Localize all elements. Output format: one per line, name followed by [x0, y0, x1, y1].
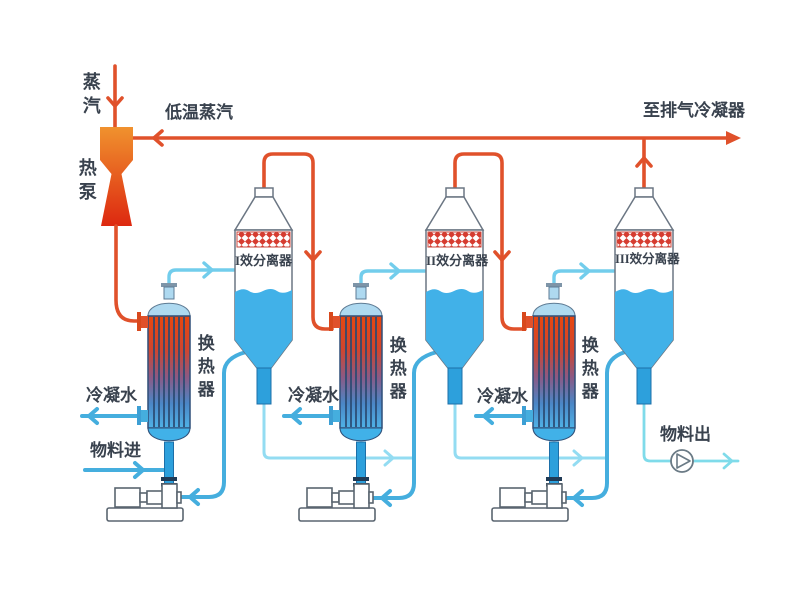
- label-low-temp-steam: 低温蒸汽: [165, 103, 233, 122]
- circulation-pump-2: [298, 483, 376, 522]
- flow-arrow-left: [482, 407, 494, 425]
- separator-2: [424, 187, 485, 405]
- recirculation-line-1: [180, 350, 248, 506]
- circulation-pump-1: [106, 483, 184, 522]
- separator1-vapor-pipe: [262, 152, 334, 331]
- tube-bundle: [153, 317, 185, 427]
- label-condensate-2: 冷凝水: [288, 386, 339, 405]
- flow-arrow-right: [579, 262, 591, 280]
- flow-arrow-right: [722, 452, 734, 470]
- label-steam: 蒸汽: [80, 72, 101, 120]
- label-condensate-3: 冷凝水: [477, 387, 528, 406]
- tube-bundle: [538, 317, 570, 427]
- flow-arrow-right: [202, 261, 214, 279]
- product-out-line: [642, 402, 740, 470]
- label-separator-2: II效分离器: [426, 253, 489, 268]
- pump3-discharge-pipe: [546, 441, 562, 488]
- transfer-line-2: [453, 402, 607, 467]
- flow-arrow-left: [188, 488, 200, 506]
- feed-in-line: [83, 461, 166, 479]
- demister-pad: [427, 231, 482, 248]
- circulation-pump-3: [491, 483, 569, 522]
- flow-arrow-right: [383, 449, 395, 467]
- separator-1: [233, 187, 294, 405]
- flow-arrow-right: [389, 262, 401, 280]
- flow-arrow-left: [380, 489, 392, 507]
- label-material-out: 物料出: [660, 425, 711, 444]
- product-pump-symbol: [670, 449, 694, 473]
- label-heat-exchanger-3: 换热器: [578, 336, 598, 405]
- flow-arrow-left: [572, 489, 584, 507]
- main-vapor-header: [131, 129, 741, 147]
- separator-3: [613, 187, 675, 405]
- demister-pad: [236, 231, 291, 248]
- demister-pad: [616, 231, 672, 248]
- label-heat-pump: 热泵: [76, 158, 97, 206]
- exchanger2-to-separator2-line: [359, 262, 427, 285]
- pump1-discharge-pipe: [161, 441, 177, 488]
- condensate-line-1: [80, 407, 141, 425]
- flow-arrow-down: [304, 250, 322, 262]
- flow-arrow-left: [290, 407, 302, 425]
- flow-arrow-down: [106, 96, 124, 108]
- separator3-vapor-riser: [635, 138, 653, 192]
- flow-arrow-right: [726, 131, 741, 145]
- condensate-line-2: [282, 407, 333, 425]
- flow-arrow-down: [493, 250, 511, 262]
- label-heat-exchanger-2: 换热器: [386, 336, 406, 405]
- transfer-line-1: [262, 402, 414, 467]
- label-heat-exchanger-1: 换热器: [194, 334, 214, 403]
- label-material-in: 物料进: [90, 441, 141, 460]
- flow-arrow-left: [152, 129, 164, 147]
- heat-exchanger-1: [137, 283, 191, 442]
- heat-pump-ejector: [100, 127, 142, 323]
- steam-inlet-line: [106, 64, 124, 129]
- flow-arrow-up: [635, 156, 653, 168]
- heat-exchanger-3: [522, 283, 576, 442]
- flow-arrow-left: [87, 407, 99, 425]
- label-separator-3: III效分离器: [615, 252, 680, 266]
- tube-bundle: [345, 317, 377, 427]
- exchanger1-to-separator1-line: [167, 261, 236, 285]
- flow-arrow-right: [572, 449, 584, 467]
- label-separator-1: I效分离器: [235, 253, 293, 268]
- exchanger3-to-separator3-line: [552, 262, 616, 285]
- condensate-line-3: [474, 407, 526, 425]
- pump2-discharge-pipe: [353, 441, 369, 488]
- separator2-vapor-pipe: [453, 152, 527, 331]
- recirculation-line-2: [372, 350, 439, 507]
- recirculation-line-3: [565, 350, 627, 507]
- label-condensate-1: 冷凝水: [86, 386, 137, 405]
- heat-exchanger-2: [329, 283, 383, 442]
- flow-arrow-right: [133, 461, 145, 479]
- label-to-vent-condenser: 至排气冷凝器: [643, 101, 745, 120]
